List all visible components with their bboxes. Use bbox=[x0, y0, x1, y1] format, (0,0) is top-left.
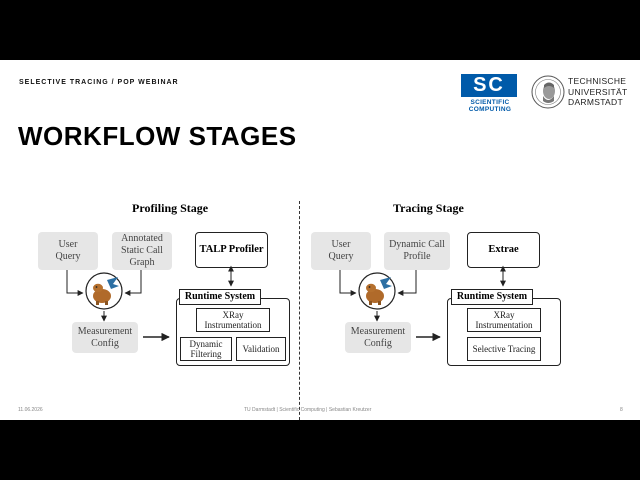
footer-date: 11.06.2026 bbox=[18, 407, 43, 413]
arrow-call-graph-to-mascot bbox=[124, 270, 142, 296]
validation-label: Validation bbox=[242, 344, 280, 354]
extrae-box: Extrae bbox=[467, 232, 540, 268]
tracing-stage-title: Tracing Stage bbox=[393, 201, 464, 215]
capybara-dragon-mascot-icon bbox=[85, 272, 123, 310]
arrow-call-profile-to-mascot bbox=[397, 270, 417, 296]
stage-divider bbox=[299, 201, 300, 420]
arrow-tracing-user-query-to-mascot bbox=[339, 270, 357, 296]
slide: SELECTIVE TRACING / POP WEBINAR WORKFLOW… bbox=[0, 60, 640, 420]
profiling-xray-instrumentation-label: XRay Instrumentation bbox=[204, 310, 262, 330]
profiling-xray-instrumentation-box: XRay Instrumentation bbox=[196, 308, 270, 332]
tu-name-line1: TECHNISCHE bbox=[568, 76, 627, 86]
tu-name: TECHNISCHE UNIVERSITÄT DARMSTADT bbox=[568, 76, 628, 108]
profiling-annotated-call-graph-label: Annotated Static Call Graph bbox=[121, 233, 163, 268]
profiling-measurement-config-box: Measurement Config bbox=[72, 322, 138, 353]
arrow-user-query-to-mascot bbox=[66, 270, 84, 296]
tracing-measurement-config-label: Measurement Config bbox=[350, 325, 406, 349]
validation-box: Validation bbox=[236, 337, 286, 361]
profiling-user-query-label: User Query bbox=[55, 239, 81, 262]
dynamic-call-profile-label: Dynamic Call Profile bbox=[389, 239, 445, 262]
capybara-dragon-mascot-icon bbox=[358, 272, 396, 310]
talp-profiler-box: TALP Profiler bbox=[195, 232, 268, 268]
sc-logo-box bbox=[461, 74, 517, 97]
profiling-annotated-call-graph-box: Annotated Static Call Graph bbox=[112, 232, 172, 270]
tracing-user-query-box: User Query bbox=[311, 232, 371, 270]
profiling-measurement-config-label: Measurement Config bbox=[77, 325, 133, 349]
footer-page-number: 8 bbox=[620, 407, 623, 413]
dynamic-filtering-box: Dynamic Filtering bbox=[180, 337, 232, 361]
extrae-label: Extrae bbox=[488, 244, 519, 255]
selective-tracing-box: Selective Tracing bbox=[467, 337, 541, 361]
profiling-stage-title: Profiling Stage bbox=[132, 201, 209, 215]
dynamic-call-profile-box: Dynamic Call Profile bbox=[384, 232, 450, 270]
sc-logo-letters: SC bbox=[473, 74, 505, 96]
dynamic-filtering-label: Dynamic Filtering bbox=[189, 339, 223, 359]
technische-universitat-seal-icon bbox=[531, 75, 565, 109]
tracing-xray-instrumentation-box: XRay Instrumentation bbox=[467, 308, 541, 332]
footer-center: TU Darmstadt | Scientific Computing | Se… bbox=[244, 407, 372, 413]
sc-logo-line2: COMPUTING bbox=[468, 106, 512, 113]
sc-logo: SC SCIENTIFIC COMPUTING bbox=[461, 74, 519, 114]
profiling-user-query-box: User Query bbox=[38, 232, 98, 270]
tracing-runtime-system-label: Runtime System bbox=[451, 289, 533, 305]
header-kicker: SELECTIVE TRACING / POP WEBINAR bbox=[19, 79, 179, 86]
talp-profiler-label: TALP Profiler bbox=[199, 244, 264, 255]
tracing-user-query-label: User Query bbox=[328, 239, 354, 262]
tracing-measurement-config-box: Measurement Config bbox=[345, 322, 411, 353]
sc-logo-line1: SCIENTIFIC bbox=[470, 99, 510, 106]
selective-tracing-label: Selective Tracing bbox=[472, 344, 536, 354]
tu-darmstadt-logo: TECHNISCHE UNIVERSITÄT DARMSTADT bbox=[530, 74, 630, 112]
tu-name-line3: DARMSTADT bbox=[568, 97, 623, 107]
page-title: WORKFLOW STAGES bbox=[18, 121, 297, 151]
tracing-xray-instrumentation-label: XRay Instrumentation bbox=[475, 310, 533, 330]
profiling-runtime-system-label: Runtime System bbox=[179, 289, 261, 305]
tu-name-line2: UNIVERSITÄT bbox=[568, 86, 628, 97]
